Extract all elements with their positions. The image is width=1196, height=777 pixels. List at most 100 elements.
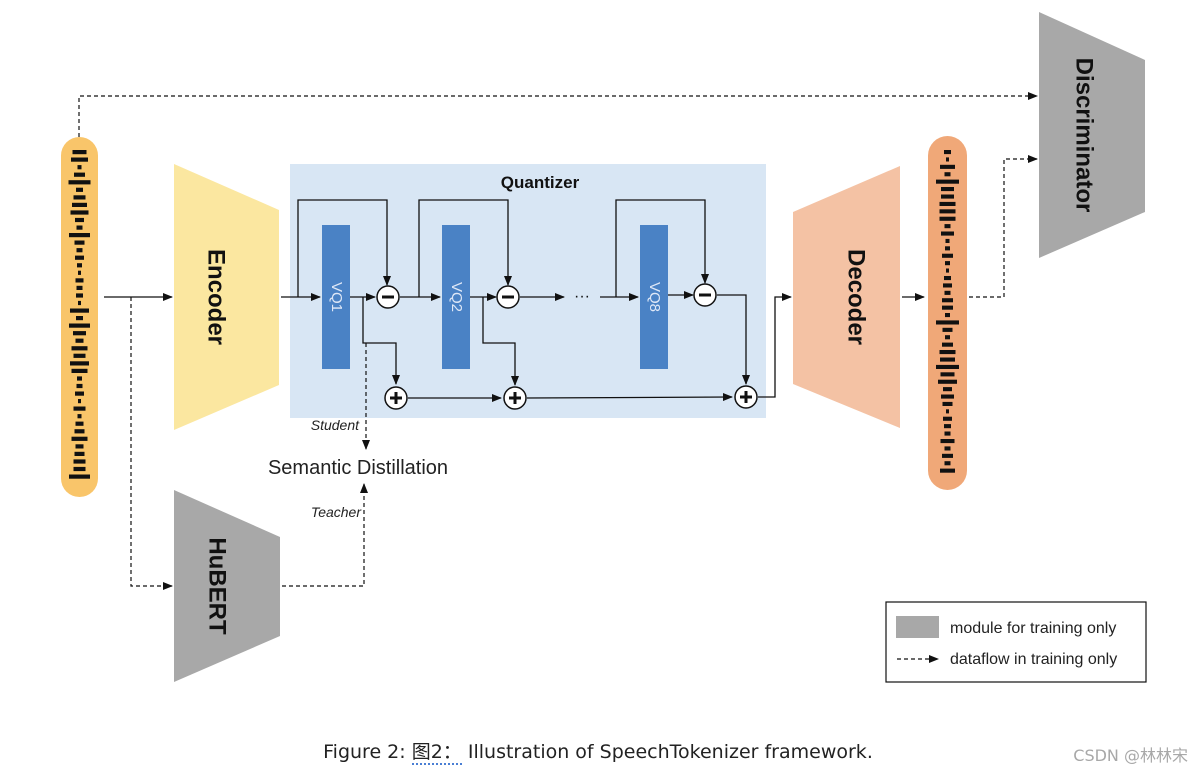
input-waveform-bar (68, 180, 91, 185)
decoder-module: Decoder (793, 166, 900, 428)
output-waveform-bar (944, 150, 951, 155)
output-waveform-bar (945, 313, 950, 318)
output-waveform-bar (938, 379, 957, 384)
output-waveform-bar (942, 453, 953, 458)
input-waveform (61, 137, 98, 497)
input-waveform-bar (70, 361, 89, 366)
input-waveform-bar (76, 187, 83, 192)
input-waveform-bar (75, 421, 84, 426)
discriminator-module: Discriminator (1039, 12, 1145, 258)
output-waveform-bar (941, 231, 954, 236)
output-waveform-bar (942, 305, 953, 310)
input-waveform-bar (76, 293, 83, 298)
input-waveform-bar (69, 233, 90, 238)
output-waveform-bar (940, 439, 955, 444)
input-waveform-bar (69, 474, 90, 479)
input-waveform-bar (74, 429, 85, 434)
legend-module-label: module for training only (950, 620, 1116, 637)
output-waveform-bar (942, 327, 953, 332)
output-waveform-bar (941, 187, 954, 192)
input-waveform-bar (74, 240, 85, 245)
output-waveform-bar (944, 446, 951, 451)
add-node-2 (503, 386, 527, 410)
input-waveform-bar (73, 406, 86, 411)
output-waveform-bar (939, 209, 956, 214)
subtract-node-2 (496, 285, 520, 309)
output-waveform-bar (944, 424, 951, 429)
output-waveform-bar (940, 468, 955, 473)
subtract-node-1 (376, 285, 400, 309)
input-waveform-bar (77, 376, 82, 381)
encoder-label: Encoder (203, 249, 230, 345)
add-node-3 (734, 385, 758, 409)
input-waveform-bar (77, 263, 82, 268)
hubert-label: HuBERT (204, 537, 231, 635)
input-waveform-bar (70, 308, 89, 313)
output-waveform-bar (940, 164, 955, 169)
output-waveform-bar (941, 194, 954, 199)
output-waveform-bar (943, 283, 952, 288)
input-waveform-bar (73, 466, 86, 472)
legend-module-swatch (896, 616, 939, 638)
output-waveform-bar (943, 416, 952, 421)
vq-block-8-label: VQ8 (646, 282, 663, 312)
quantizer-title: Quantizer (501, 173, 580, 192)
input-waveform-bar (75, 338, 84, 343)
input-waveform-bar (77, 414, 82, 419)
vq-ellipsis: ··· (574, 288, 590, 305)
input-waveform-bar (70, 210, 89, 215)
input-waveform-bar (71, 157, 88, 162)
input-waveform-bar (73, 195, 86, 200)
legend: module for training only dataflow in tra… (885, 601, 1147, 683)
input-waveform-bar (76, 383, 83, 389)
vq-block-1-label: VQ1 (328, 282, 345, 312)
input-waveform-bar (76, 248, 83, 253)
encoder-module: Encoder (174, 164, 279, 430)
figure-caption: Figure 2: 图2： Illustration of SpeechToke… (0, 737, 1196, 765)
output-waveform-bar (939, 201, 956, 206)
input-waveform-bar (78, 270, 81, 275)
subtract-node-3 (693, 283, 717, 307)
output-waveform-bar (942, 401, 953, 406)
input-waveform-bar (75, 217, 84, 223)
discriminator-label: Discriminator (1071, 58, 1098, 213)
output-waveform-bar (936, 364, 959, 369)
input-waveform-bar (76, 316, 83, 321)
vq-block-2-label: VQ2 (448, 282, 465, 312)
output-waveform-bar (944, 290, 951, 295)
input-waveform-bar (71, 436, 88, 441)
output-waveform-bar (936, 179, 959, 184)
output-waveform (928, 136, 967, 490)
caption-figure-ref[interactable]: 图2： (411, 741, 462, 765)
input-waveform-bar (71, 368, 88, 373)
input-waveform-bar (75, 255, 84, 260)
input-waveform-bars (68, 150, 91, 479)
semantic-distillation-label: Semantic Distillation (268, 457, 448, 479)
output-waveform-bar (946, 409, 949, 414)
output-waveform-bar (944, 172, 951, 177)
output-waveform-bar (945, 238, 950, 243)
output-waveform-bar (940, 372, 955, 377)
input-waveform-bar (72, 150, 87, 155)
input-waveform-bar (76, 225, 83, 230)
vq-block-2: VQ2 (442, 225, 470, 369)
caption-text: Illustration of SpeechTokenizer framewor… (467, 741, 873, 763)
vq-block-8: VQ8 (640, 225, 668, 369)
output-waveform-bar (944, 431, 951, 436)
output-waveform-bar (944, 461, 951, 466)
input-waveform-bar (74, 451, 85, 456)
output-waveform-bar (942, 342, 953, 347)
student-label: Student (311, 417, 360, 433)
output-waveform-bar (940, 357, 955, 362)
output-waveform-bar (941, 394, 954, 399)
input-waveform-bar (78, 399, 81, 404)
decoder-label: Decoder (843, 249, 870, 345)
input-waveform-bar (77, 165, 82, 170)
input-waveform-bar (75, 391, 84, 396)
vq-block-1: VQ1 (322, 225, 350, 369)
input-waveform-bar (72, 202, 87, 207)
legend-dataflow-label: dataflow in training only (950, 651, 1117, 668)
output-waveform-bar (945, 246, 950, 251)
output-waveform-bar (939, 350, 956, 355)
output-waveform-bar (942, 253, 953, 258)
